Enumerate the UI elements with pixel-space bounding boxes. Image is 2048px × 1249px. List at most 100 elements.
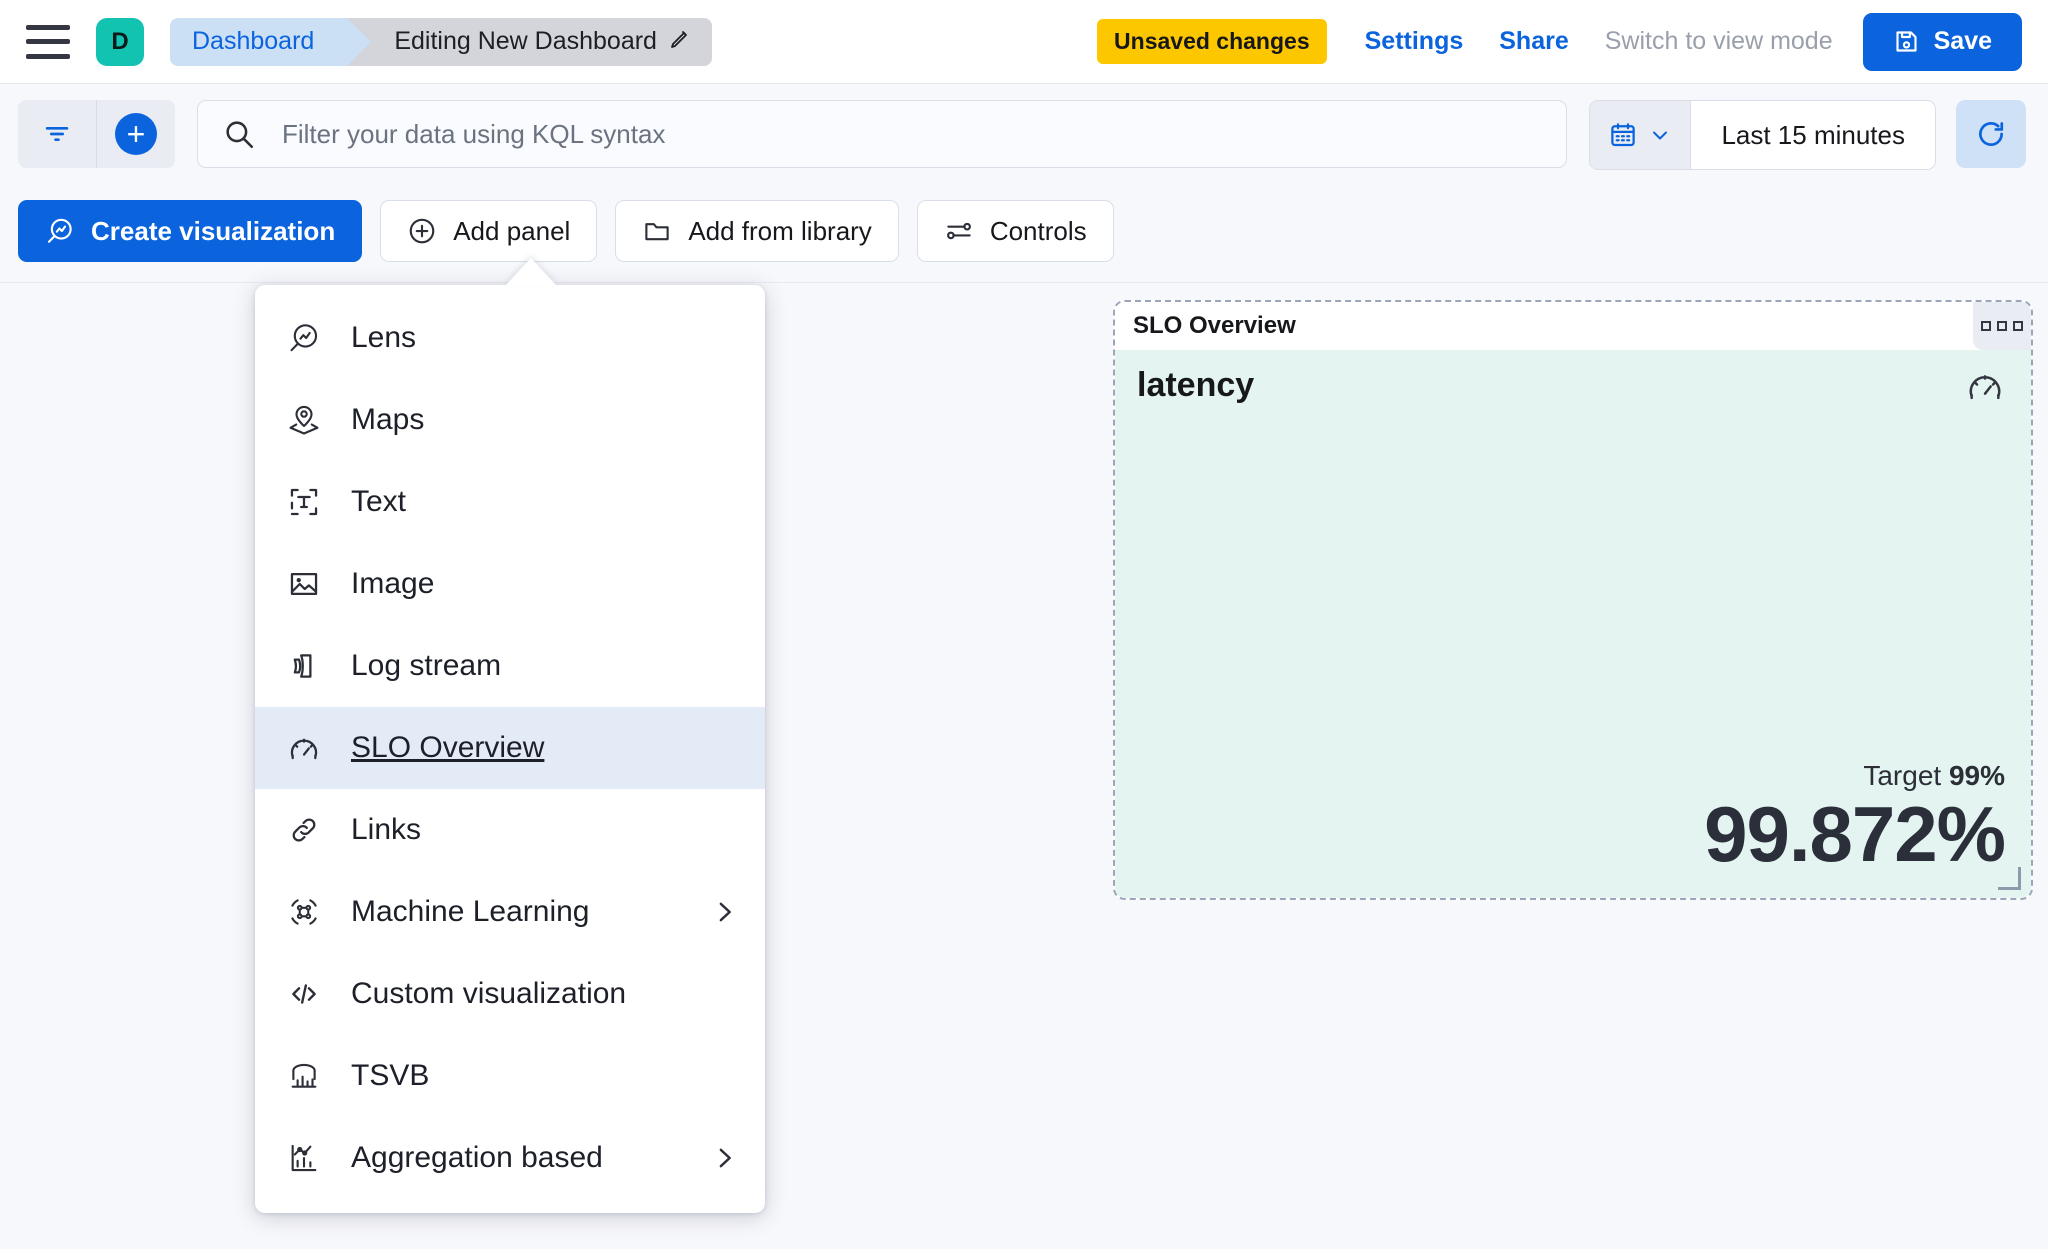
menu-item-log-stream[interactable]: Log stream [255, 625, 765, 707]
breadcrumb-item-current[interactable]: Editing New Dashboard [348, 17, 712, 66]
menu-item-label: TSVB [351, 1059, 430, 1092]
share-link[interactable]: Share [1499, 27, 1569, 55]
hamburger-bar [26, 24, 70, 30]
chevron-down-icon [1648, 123, 1672, 147]
ml-icon [285, 893, 323, 931]
menu-item-label: Lens [351, 321, 417, 354]
chevron-right-icon [709, 1143, 739, 1173]
agg-chart-icon [285, 1139, 323, 1177]
search-icon [222, 117, 256, 151]
slo-panel-body-top: latency [1137, 366, 2005, 411]
panel-context-menu-icon[interactable] [1973, 302, 2031, 350]
text-box-icon [285, 483, 323, 521]
chevron-right-icon [709, 897, 739, 927]
menu-item-label: Custom visualization [351, 977, 627, 1010]
date-quick-select-button[interactable] [1590, 101, 1692, 169]
menu-item-label: Machine Learning [351, 895, 590, 928]
add-panel-menu: Lens Maps Text Image [255, 285, 765, 1213]
tsvb-icon [285, 1057, 323, 1095]
search-input[interactable]: Filter your data using KQL syntax [197, 100, 1568, 168]
add-panel-label: Add panel [453, 215, 571, 246]
code-icon [285, 975, 323, 1013]
menu-dot [1981, 321, 1991, 331]
hamburger-bar [26, 53, 70, 59]
filter-button-group: + [18, 100, 175, 168]
controls-label: Controls [989, 215, 1087, 246]
date-picker: Last 15 minutes [1589, 100, 1936, 170]
lens-icon [45, 216, 75, 246]
map-marker-icon [285, 401, 323, 439]
slo-overview-panel[interactable]: SLO Overview latency Target 99% 99.872% [1113, 300, 2033, 900]
image-icon [285, 565, 323, 603]
slo-panel-body-bottom: Target 99% 99.872% [1137, 760, 2006, 879]
refresh-icon [1974, 117, 2008, 151]
slo-name: latency [1137, 366, 1255, 404]
menu-dot [2013, 321, 2023, 331]
status-badge-unsaved: Unsaved changes [1097, 19, 1327, 64]
save-button[interactable]: Save [1862, 12, 2022, 71]
panel-title: SLO Overview [1133, 312, 1296, 339]
plus-circle-icon [407, 216, 437, 246]
menu-item-maps[interactable]: Maps [255, 379, 765, 461]
save-disk-icon [1893, 28, 1920, 55]
menu-item-tsvb[interactable]: TSVB [255, 1035, 765, 1117]
breadcrumb: Dashboard Editing New Dashboard [170, 17, 712, 66]
header-actions: Unsaved changes Settings Share Switch to… [1097, 12, 2022, 71]
hamburger-icon[interactable] [26, 24, 70, 59]
add-filter-button[interactable]: + [96, 100, 175, 168]
dashboard-edit-toolbar: Create visualization Add panel Add from … [18, 200, 1114, 262]
slo-sli-value: 99.872% [1704, 790, 2006, 879]
menu-item-label: Maps [351, 403, 425, 436]
save-button-label: Save [1933, 27, 1992, 55]
switch-to-view-mode-link[interactable]: Switch to view mode [1604, 27, 1833, 55]
menu-item-label: Aggregation based [351, 1141, 603, 1174]
hamburger-bar [26, 39, 70, 44]
menu-item-aggregation-based[interactable]: Aggregation based [255, 1117, 765, 1199]
settings-link[interactable]: Settings [1364, 27, 1464, 55]
controls-icon [944, 216, 974, 246]
link-icon [285, 811, 323, 849]
folder-icon [642, 216, 672, 246]
query-bar: + Filter your data using KQL syntax [0, 83, 2048, 195]
breadcrumb-dashboard-label: Dashboard [192, 27, 315, 55]
slo-target-value: 99% [1948, 760, 2005, 792]
add-from-library-label: Add from library [688, 215, 872, 246]
menu-item-label: Links [351, 813, 422, 846]
add-from-library-button[interactable]: Add from library [615, 200, 899, 262]
menu-item-custom-visualization[interactable]: Custom visualization [255, 953, 765, 1035]
menu-item-label: SLO Overview [351, 731, 545, 764]
time-range-display[interactable]: Last 15 minutes [1691, 101, 1935, 169]
menu-item-links[interactable]: Links [255, 789, 765, 871]
menu-pointer-arrow [505, 258, 557, 286]
menu-item-label: Image [351, 567, 435, 600]
menu-dot [1997, 321, 2007, 331]
menu-item-label: Log stream [351, 649, 502, 682]
app-header: D Dashboard Editing New Dashboard Unsave… [0, 0, 2048, 83]
menu-item-lens[interactable]: Lens [255, 297, 765, 379]
breadcrumb-item-dashboard[interactable]: Dashboard [170, 17, 372, 66]
controls-button[interactable]: Controls [916, 200, 1114, 262]
log-stream-icon [285, 647, 323, 685]
panel-header: SLO Overview [1115, 302, 2031, 350]
menu-item-slo-overview[interactable]: SLO Overview [255, 707, 765, 789]
menu-item-text[interactable]: Text [255, 461, 765, 543]
pencil-icon[interactable] [668, 27, 692, 57]
add-filter-plus-icon: + [115, 113, 157, 155]
create-visualization-button[interactable]: Create visualization [18, 200, 363, 262]
space-avatar[interactable]: D [96, 17, 144, 66]
slo-panel-body: latency Target 99% 99.872% [1115, 350, 2031, 898]
menu-item-machine-learning[interactable]: Machine Learning [255, 871, 765, 953]
filter-icon[interactable] [18, 100, 96, 168]
menu-item-image[interactable]: Image [255, 543, 765, 625]
slo-target: Target 99% [1137, 760, 2005, 792]
resize-handle-icon[interactable] [1998, 867, 2021, 890]
slo-target-label: Target [1863, 760, 1942, 792]
create-visualization-label: Create visualization [91, 215, 336, 246]
search-input-placeholder: Filter your data using KQL syntax [282, 118, 666, 149]
refresh-button[interactable] [1956, 100, 2026, 168]
gauge-icon [285, 729, 323, 767]
breadcrumb-current-label: Editing New Dashboard [394, 27, 657, 55]
add-panel-button[interactable]: Add panel [380, 200, 598, 262]
gauge-icon [1965, 366, 2005, 411]
menu-item-label: Text [351, 485, 407, 518]
